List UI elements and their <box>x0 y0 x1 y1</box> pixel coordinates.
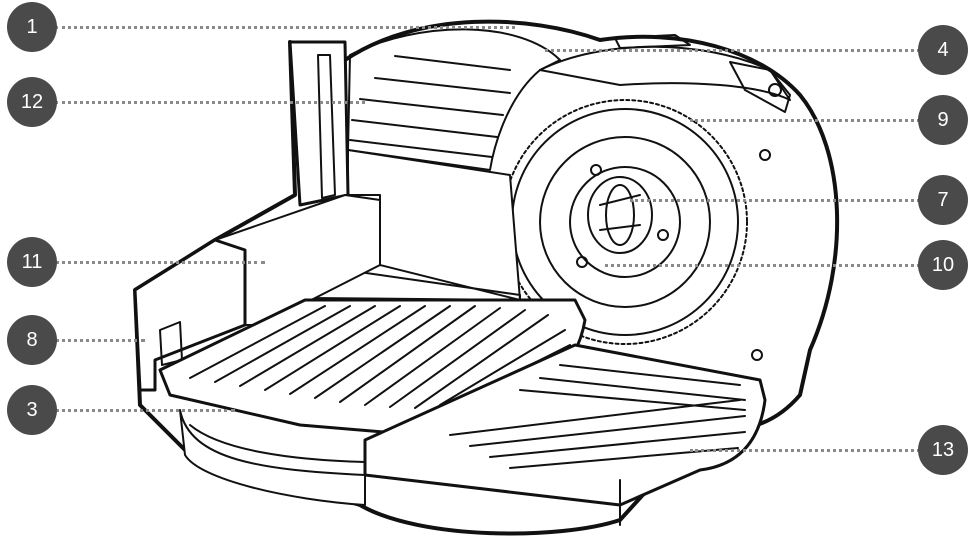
pusher-side <box>133 238 247 392</box>
leader-1 <box>55 26 515 29</box>
leader-10 <box>605 264 920 267</box>
upper-panel <box>347 28 561 171</box>
blade-screw-right <box>657 229 669 241</box>
blade-screw-top <box>590 164 602 176</box>
callout-7: 7 <box>918 175 968 225</box>
callout-9: 9 <box>918 95 968 145</box>
blade-screw-bottom <box>576 256 588 268</box>
blade-knob-grip <box>599 194 641 231</box>
callout-3-label: 3 <box>26 398 38 421</box>
lower-tray <box>363 343 767 507</box>
callout-1-label: 1 <box>26 15 38 38</box>
leader-11 <box>55 261 265 264</box>
fence-inner <box>317 54 336 199</box>
switch <box>729 61 791 113</box>
callout-1: 1 <box>7 2 57 52</box>
upper-tray-ribs <box>189 305 571 409</box>
callout-4: 4 <box>918 25 968 75</box>
callout-12: 12 <box>7 77 57 127</box>
callout-10-label: 10 <box>931 253 955 276</box>
housing-screw-2 <box>751 349 763 361</box>
blade-hub-plate <box>569 166 681 278</box>
leader-7 <box>630 199 920 202</box>
callout-3: 3 <box>7 385 57 435</box>
leader-12 <box>55 101 365 104</box>
leader-9 <box>690 119 920 122</box>
housing-screw-1 <box>759 149 771 161</box>
upper-panel-slots <box>349 55 511 158</box>
callout-11-label: 11 <box>21 250 43 273</box>
callout-11: 11 <box>7 237 57 287</box>
callout-8-label: 8 <box>26 328 38 351</box>
blade-inner <box>539 136 711 308</box>
callout-13-label: 13 <box>931 438 955 461</box>
base-inner <box>189 424 366 463</box>
base <box>179 409 366 506</box>
leader-4 <box>545 49 920 52</box>
callout-12-label: 12 <box>20 90 44 113</box>
top-button <box>614 34 691 49</box>
blade-knob-center <box>605 184 635 246</box>
callout-8: 8 <box>7 315 57 365</box>
callout-10: 10 <box>918 240 968 290</box>
callout-7-label: 7 <box>937 188 949 211</box>
callout-9-label: 9 <box>937 108 949 131</box>
leader-8 <box>55 339 145 342</box>
leader-3 <box>55 409 235 412</box>
blade-knob <box>587 176 653 254</box>
indicator-light <box>768 83 782 97</box>
callout-13: 13 <box>918 425 968 475</box>
callout-4-label: 4 <box>937 38 949 61</box>
leader-13 <box>690 449 920 452</box>
